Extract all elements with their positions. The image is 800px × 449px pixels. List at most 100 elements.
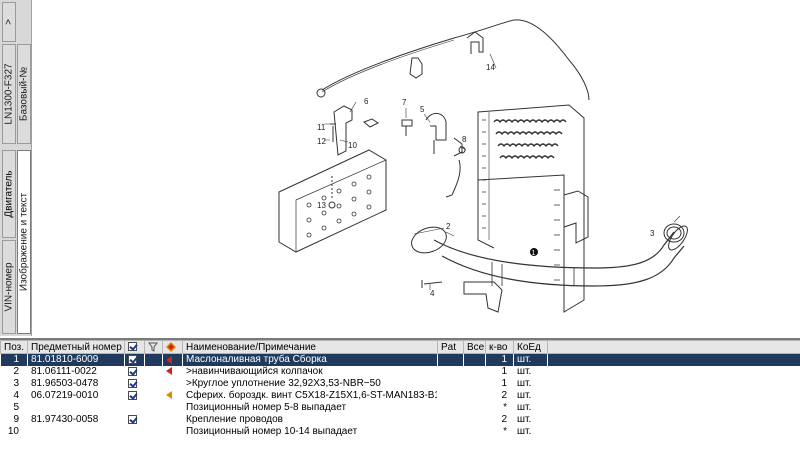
cell-quantity: 2: [501, 390, 507, 401]
cell-part-number: 81.97430-0058: [31, 414, 99, 425]
cell-filler: [548, 390, 800, 402]
cell-unit: шт.: [517, 366, 532, 377]
cell-name: >навинчивающийся колпачок: [186, 366, 323, 377]
tab-base-number[interactable]: Базовый-№: [17, 44, 31, 144]
col-marker-header[interactable]: [162, 340, 183, 354]
cell-position: 9: [13, 414, 19, 425]
cell-unit: шт.: [517, 402, 532, 413]
cell-position: 10: [7, 426, 19, 437]
tab-engine-visible[interactable]: Двигатель: [2, 150, 16, 238]
row-checkbox[interactable]: [128, 366, 137, 376]
cell-checkbox: [125, 414, 145, 426]
col-all[interactable]: Все: [463, 340, 486, 354]
col-unit[interactable]: КоЕд: [513, 340, 548, 354]
cell-pat: [438, 426, 464, 438]
cell-filter: [145, 390, 163, 402]
parts-table: Поз. Предметный номер Наименование/Приме…: [0, 340, 800, 438]
cell-position: 2: [13, 366, 19, 377]
row-checkbox[interactable]: [128, 378, 137, 388]
cell-pat: [438, 414, 464, 426]
expand-tab[interactable]: >: [2, 2, 16, 42]
svg-text:6: 6: [364, 97, 369, 106]
col-quantity[interactable]: к-во: [485, 340, 514, 354]
cell-quantity: 2: [501, 414, 507, 425]
cell-quantity: 1: [501, 366, 507, 377]
svg-text:4: 4: [430, 289, 435, 298]
clamp-5: [425, 113, 447, 141]
cell-name: >Круглое уплотнение 32,92X3,53-NBR−50: [186, 378, 381, 389]
cell-all: [464, 426, 486, 438]
cell-marker: [163, 378, 183, 390]
cell-checkbox: [125, 378, 145, 390]
cell-pat: [438, 378, 464, 390]
parts-list: Поз. Предметный номер Наименование/Приме…: [0, 338, 800, 449]
tab-vin-number[interactable]: VIN-номер: [2, 240, 16, 334]
cell-pat: [438, 402, 464, 414]
cell-filter: [145, 414, 163, 426]
svg-text:1: 1: [532, 250, 536, 257]
cell-filter: [145, 378, 163, 390]
cell-pat: [437, 353, 464, 366]
marker-arrow-icon: [166, 355, 172, 364]
cell-filler: [547, 353, 800, 366]
row-checkbox[interactable]: [128, 414, 137, 424]
svg-text:10: 10: [348, 141, 357, 150]
checkbox-icon: [128, 342, 137, 352]
cell-filter: [145, 426, 163, 438]
svg-text:7: 7: [402, 98, 407, 107]
cell-marker: [162, 353, 183, 366]
cell-pat: [438, 366, 464, 378]
cell-all: [464, 414, 486, 426]
cell-marker: [163, 402, 183, 414]
radiator-side-bracket: [563, 190, 589, 244]
cell-pat: [438, 390, 464, 402]
svg-text:5: 5: [420, 105, 425, 114]
cell-filter: [145, 366, 163, 378]
svg-text:14: 14: [486, 63, 495, 72]
filter-icon: [148, 342, 158, 352]
svg-text:12: 12: [317, 137, 326, 146]
cell-unit: шт.: [517, 378, 532, 389]
cell-position: 3: [13, 378, 19, 389]
cell-all: [464, 366, 486, 378]
cell-all: [464, 390, 486, 402]
cell-quantity: 1: [501, 378, 507, 389]
cell-part-number: 81.01810-6009: [27, 353, 125, 366]
col-part-number[interactable]: Предметный номер: [27, 340, 125, 354]
svg-text:11: 11: [317, 123, 326, 132]
row-checkbox[interactable]: [128, 355, 137, 365]
col-filter-header[interactable]: [144, 340, 163, 354]
exploded-view-diagram: 6 11 12 10 13 7 5 8 14 14 2 3 4 1: [278, 19, 688, 313]
clip-14: [466, 31, 484, 54]
bracket-6-left: [333, 105, 353, 156]
tab-vehicle-number[interactable]: LN1300-F327: [2, 44, 16, 144]
cell-part-number: 06.07219-0010: [31, 390, 99, 401]
cell-unit: шт.: [517, 414, 532, 425]
wire-drop: [445, 159, 461, 198]
col-position[interactable]: Поз.: [0, 340, 28, 354]
mounting-bracket-plate: [278, 149, 387, 253]
radiator-core: [477, 104, 585, 313]
col-checkbox-header[interactable]: [124, 340, 145, 354]
marker-arrow-icon: [166, 367, 172, 376]
cell-filler: [548, 402, 800, 414]
col-name[interactable]: Наименование/Примечание: [182, 340, 438, 354]
oil-filler-pipe: [433, 231, 675, 269]
tab-image-and-text[interactable]: Изображение и текст: [17, 150, 31, 334]
cell-checkbox: [125, 426, 145, 438]
cell-unit: шт.: [513, 353, 548, 366]
parts-drawing[interactable]: 6 11 12 10 13 7 5 8 14 14 2 3 4 1: [34, 0, 800, 336]
cell-marker: [163, 366, 183, 378]
col-pat[interactable]: Pat: [437, 340, 464, 354]
cell-filler: [548, 426, 800, 438]
row-checkbox[interactable]: [128, 390, 137, 400]
cell-all: [463, 353, 486, 366]
svg-text:8: 8: [462, 135, 467, 144]
